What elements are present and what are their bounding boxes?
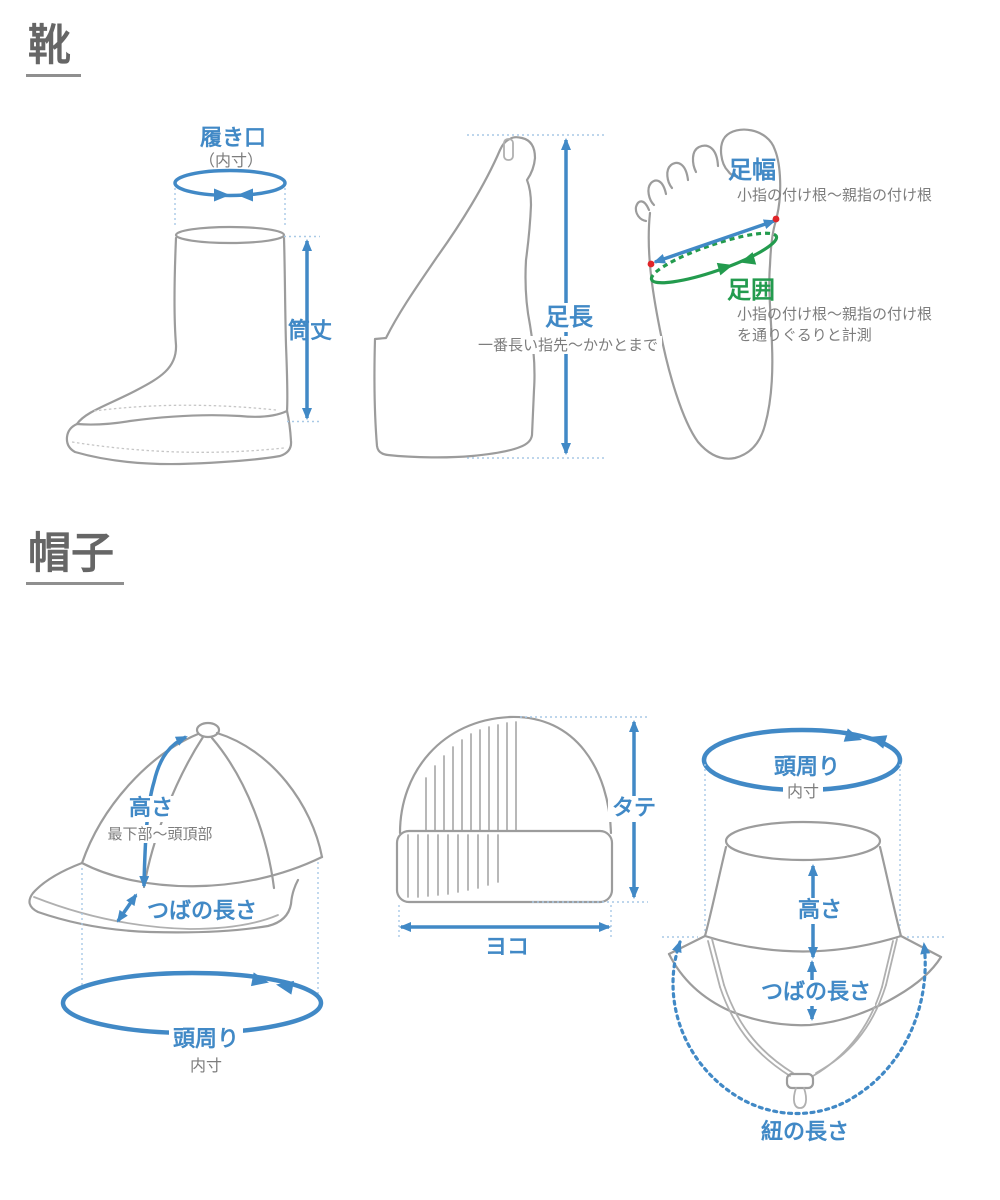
beanie-horizontal-measure <box>398 905 612 938</box>
foot-girth-desc-line1: 小指の付け根〜親指の付け根 <box>737 305 933 323</box>
hats-section-heading: 帽子 <box>26 531 124 586</box>
foot-girth-desc-line2: を通りぐるりと計測 <box>737 326 872 344</box>
boot-outline <box>65 225 293 466</box>
foot-length-desc: 一番長い指先〜かかとまで <box>473 336 663 354</box>
bucket-height-label: 高さ <box>793 898 847 925</box>
boot-shaft-measure <box>284 235 322 423</box>
beanie-outline <box>395 715 614 904</box>
beanie-measurement-diagram <box>395 715 648 938</box>
bucket-circumference-sub: 内寸 <box>782 782 824 802</box>
bucket-strap-label: 紐の長さ <box>760 1120 850 1145</box>
cap-circumference-measure <box>60 862 324 1036</box>
beanie-horizontal-label: ヨコ <box>484 935 530 960</box>
beanie-vertical-label: タテ <box>607 796 661 823</box>
bucket-hat-measurement-diagram <box>662 727 944 1116</box>
cap-height-desc: 最下部〜頭頂部 <box>103 825 217 843</box>
foot-length-diagram <box>373 134 607 459</box>
shoes-section-heading: 靴 <box>26 23 81 78</box>
foot-sole-outline <box>634 128 782 460</box>
boot-opening-sub-label: （内寸） <box>198 151 264 170</box>
bucket-circumference-label: 頭周り <box>769 755 845 782</box>
foot-length-label: 足長 <box>541 303 597 332</box>
foot-length-measure <box>467 134 607 459</box>
foot-width-desc: 小指の付け根〜親指の付け根 <box>737 186 933 204</box>
foot-profile-outline <box>373 136 537 459</box>
foot-girth-label: 足囲 <box>727 276 775 304</box>
cap-circumference-label: 頭周り <box>168 1027 244 1054</box>
boot-measurement-diagram <box>65 168 322 466</box>
cap-outline <box>28 721 324 934</box>
bucket-brim-label: つばの長さ <box>756 980 876 1007</box>
cap-height-label: 高さ <box>124 796 178 823</box>
foot-width-girth-diagram <box>634 128 782 460</box>
cap-brim-label: つばの長さ <box>147 899 258 924</box>
foot-width-label: 足幅 <box>728 156 776 184</box>
bucket-strap-measure <box>671 940 931 1116</box>
cap-height-measure <box>139 735 188 888</box>
cap-brim-measure <box>116 893 138 923</box>
foot-width-measure <box>647 215 780 268</box>
boot-opening-measure <box>173 168 287 202</box>
cap-measurement-diagram <box>28 721 324 1036</box>
boot-shaft-label: 筒丈 <box>288 319 333 344</box>
boot-opening-label: 履き口 <box>199 126 267 151</box>
cap-circumference-sub: 内寸 <box>189 1056 223 1075</box>
foot-girth-desc: 小指の付け根〜親指の付け根 を通りぐるりと計測 <box>737 304 932 346</box>
